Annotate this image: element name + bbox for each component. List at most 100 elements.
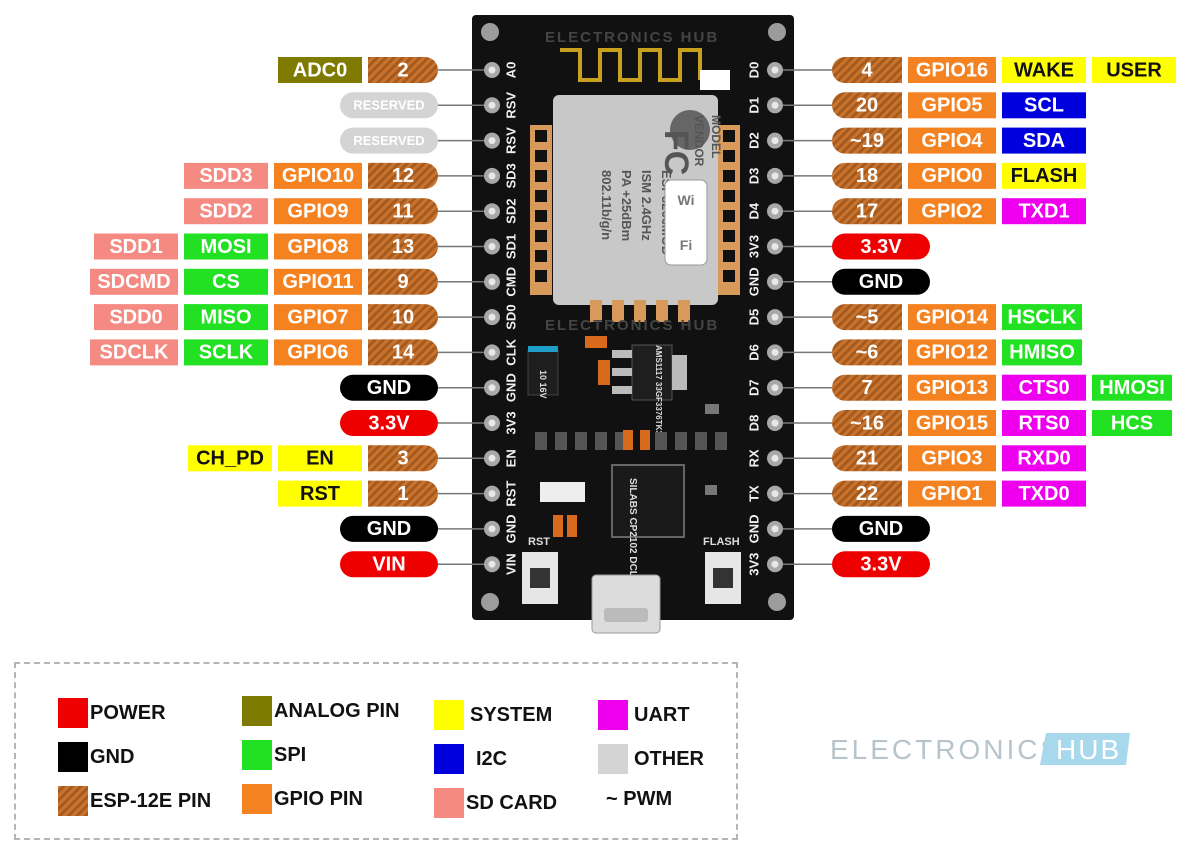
- pin-label-bg: [1002, 92, 1086, 119]
- pin-label-text: 2: [397, 59, 408, 81]
- silkscreen-cmd: CMD: [503, 267, 518, 297]
- left-header-pins: A0RSVRSVSD3SD2SD1CMDSD0CLKGND3V3ENRSTGND…: [484, 62, 518, 575]
- pin-label-gnd-gnd: GND: [340, 515, 438, 542]
- pin-label-text: GPIO0: [921, 165, 982, 187]
- logo-text-left: ELECTRONICS: [830, 734, 1062, 765]
- svg-text:FC: FC: [657, 130, 695, 175]
- header-pin-hole: [488, 278, 496, 286]
- pin-label-text: 18: [856, 165, 878, 187]
- pin-label-text: TXD0: [1018, 483, 1069, 505]
- pin-label-gpio-gpio16: GPIO16: [908, 57, 996, 83]
- silkscreen-rsv: RSV: [503, 127, 518, 154]
- svg-text:PA +25dBm: PA +25dBm: [619, 170, 634, 241]
- header-pin-hole: [771, 101, 779, 109]
- pin-label-text: SDD3: [199, 165, 252, 187]
- pin-label-text: VIN: [372, 553, 405, 575]
- pin-label-text: 13: [392, 236, 414, 258]
- pin-label-bg: [368, 480, 439, 507]
- pin-label-gpio-gpio3: GPIO3: [908, 445, 996, 472]
- pin-label-bg: [368, 162, 439, 189]
- header-pin-hole: [488, 172, 496, 180]
- pin-label-bg: [368, 233, 439, 260]
- pin-label-text: 1: [397, 483, 408, 505]
- legend-gnd-label: GND: [90, 745, 135, 768]
- pin-label-text: EN: [306, 448, 334, 470]
- pin-label-bg: [184, 233, 268, 260]
- pin-label-bg: [368, 198, 439, 225]
- pin-label-bg: [90, 268, 178, 295]
- header-pin-hole: [771, 137, 779, 145]
- pin-label-bg: [368, 57, 438, 83]
- legend-gnd: GND: [58, 742, 134, 772]
- pin-label-bg: [832, 374, 902, 401]
- pin-label-text: SDCLK: [100, 342, 169, 364]
- legend-gpio-label: GPIO PIN: [274, 787, 363, 810]
- pin-label-bg: [832, 410, 902, 436]
- pin-label-spi-cs: CS: [184, 268, 268, 295]
- pin-label-text: HSCLK: [1008, 306, 1077, 328]
- pin-label-bg: [1002, 57, 1086, 83]
- pin-label-text: HCS: [1111, 412, 1153, 434]
- pin-label-text: MISO: [200, 306, 251, 328]
- pin-label-gpio-gpio2: GPIO2: [908, 198, 996, 225]
- pin-label-bg: [1002, 480, 1086, 507]
- legend-other-label: OTHER: [634, 747, 704, 770]
- silkscreen-d0: D0: [746, 62, 761, 79]
- pin-label-esp-14: 14: [368, 339, 439, 366]
- silkscreen-sd1: SD1: [503, 234, 518, 259]
- pin-label-bg: [832, 162, 902, 189]
- pin-label-text: 22: [856, 483, 878, 505]
- usb-chip-label: SILABS CP2102 DCL00X 2012: [627, 478, 638, 620]
- silkscreen-sd2: SD2: [503, 199, 518, 224]
- pin-label-esp-22: 22: [832, 480, 902, 507]
- pin-label-bg: [832, 198, 902, 225]
- pin-label-bg: [1002, 445, 1086, 472]
- legend-other-swatch: [598, 744, 628, 774]
- pin-label-esp-3: 3: [368, 445, 439, 472]
- silkscreen-gnd: GND: [746, 514, 761, 543]
- pin-label-uart-rts0: RTS0: [1002, 410, 1086, 436]
- pin-label-bg: [1002, 374, 1086, 401]
- header-pin-hole: [771, 207, 779, 215]
- pin-label-uart-cts0: CTS0: [1002, 374, 1086, 401]
- header-pin-hole: [488, 207, 496, 215]
- silkscreen-tx: TX: [746, 485, 761, 502]
- pin-label-bg: [94, 304, 178, 331]
- pin-label-bg: [908, 198, 996, 225]
- pin-label-text: GPIO9: [287, 200, 348, 222]
- pin-label-other-reserved: RESERVED: [340, 127, 438, 154]
- pin-label-system-ch-pd: CH_PD: [188, 445, 272, 472]
- header-pin-hole: [488, 419, 496, 427]
- pin-label-text: WAKE: [1014, 59, 1074, 81]
- micro-usb-port[interactable]: [591, 574, 661, 634]
- pin-label-esp-1: 1: [368, 480, 439, 507]
- silkscreen-rst: RST: [503, 481, 518, 507]
- silkscreen-3v3: 3V3: [746, 553, 761, 576]
- pin-label-text: CTS0: [1018, 377, 1069, 399]
- pin-label-text: 14: [392, 342, 415, 364]
- pin-label-text: 11: [392, 200, 413, 222]
- pin-label-bg: [94, 233, 178, 260]
- pin-label-text: GPIO5: [921, 95, 982, 117]
- pin-label-bg: [274, 339, 362, 366]
- pin-label-text: GPIO12: [916, 342, 988, 364]
- pin-label-bg: [340, 127, 438, 154]
- pin-label-esp-9: 9: [368, 268, 439, 295]
- header-pin-hole: [771, 454, 779, 462]
- pin-label-bg: [832, 268, 930, 295]
- silkscreen-clk: CLK: [503, 338, 518, 365]
- capacitor-label: 10 16V: [538, 370, 548, 399]
- pin-label-bg: [184, 339, 268, 366]
- pin-label-bg: [1002, 339, 1082, 366]
- svg-text:ISM 2.4GHz: ISM 2.4GHz: [639, 170, 654, 241]
- silkscreen-d5: D5: [746, 309, 761, 326]
- electronics-hub-logo: ELECTRONICS HUB: [830, 733, 1130, 765]
- pin-label-bg: [274, 162, 362, 189]
- pin-label-bg: [184, 304, 268, 331]
- header-pin-hole: [488, 66, 496, 74]
- pin-label-bg: [340, 374, 438, 401]
- pin-label-gpio-gpio9: GPIO9: [274, 198, 362, 225]
- pin-label-text: 12: [392, 165, 414, 187]
- silkscreen-gnd: GND: [746, 267, 761, 296]
- pin-label-gnd-gnd: GND: [832, 515, 930, 542]
